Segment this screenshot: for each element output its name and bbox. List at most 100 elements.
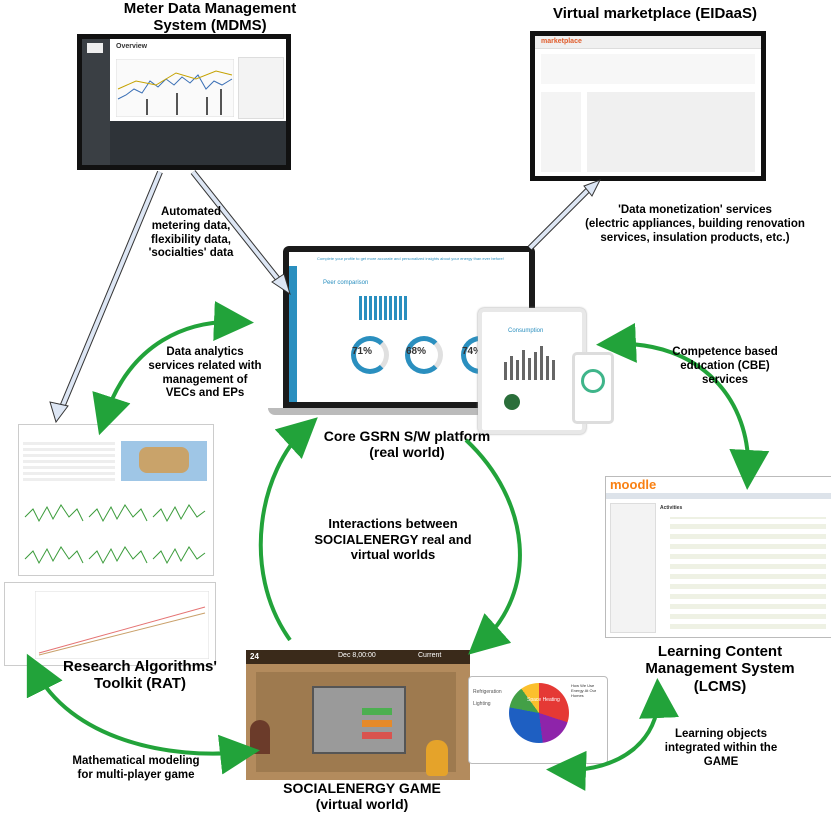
core-tablet: Consumption bbox=[478, 308, 586, 434]
moodle-nav-bar bbox=[606, 493, 831, 499]
mdms-to-core-arrow bbox=[190, 170, 291, 296]
marketplace-product-row bbox=[541, 54, 755, 84]
marketplace-screen: marketplace bbox=[535, 36, 761, 176]
mdms-overview-label: Overview bbox=[116, 43, 148, 50]
game-current: Current bbox=[418, 652, 442, 659]
lcms-game-label-2: integrated within the bbox=[664, 741, 778, 754]
lcms-title: Learning Content Management System (LCMS… bbox=[620, 643, 820, 695]
core-gauge-1 bbox=[351, 336, 389, 374]
game-dialog-btn-2 bbox=[362, 720, 392, 727]
core-banner: Complete your profile to get more accura… bbox=[317, 256, 504, 261]
game-dialog-btn-1 bbox=[362, 708, 392, 715]
mdms-title: Meter Data Management System (MDMS) bbox=[85, 0, 335, 35]
core-title-line2: (real world) bbox=[369, 444, 445, 461]
core-market-label-1: 'Data monetization' services bbox=[618, 204, 772, 216]
core-gauge-2-label: 68% bbox=[406, 346, 427, 357]
mdms-sidebar bbox=[82, 39, 110, 165]
core-laptop-base bbox=[268, 408, 550, 415]
core-peer-dots bbox=[359, 296, 409, 320]
core-gauge-3-label: 74% bbox=[462, 346, 483, 357]
game-date: Dec 8,00:00 bbox=[338, 652, 376, 659]
core-left-nav bbox=[289, 266, 297, 402]
mdms-title-line1: Meter Data Management bbox=[123, 0, 297, 17]
mdms-core-label: Automated metering data, flexibility dat… bbox=[132, 206, 250, 261]
lcms-screen: moodle Activities bbox=[605, 476, 831, 638]
game-dialog-btn-3 bbox=[362, 732, 392, 739]
marketplace-item-grid bbox=[587, 92, 755, 172]
core-gauge-1-label: 71% bbox=[352, 346, 373, 357]
mdms-core-label-4: 'socialties' data bbox=[148, 247, 234, 260]
moodle-admin-block bbox=[610, 503, 656, 633]
rat-core-label-4: VECs and EPs bbox=[165, 387, 245, 400]
game-character bbox=[426, 740, 448, 776]
rat-game-label-2: for multi-player game bbox=[77, 768, 195, 781]
core-market-label-2: (electric appliances, building renovatio… bbox=[585, 217, 805, 230]
tablet-pie bbox=[504, 394, 520, 410]
lcms-game-green-arrow bbox=[546, 678, 680, 791]
game-title-line1: SOCIALENERGY GAME bbox=[283, 780, 441, 796]
mdms-screen-frame: Overview bbox=[77, 34, 291, 170]
core-market-label: 'Data monetization' services (electric a… bbox=[560, 204, 830, 245]
game-title: SOCIALENERGY GAME (virtual world) bbox=[262, 780, 462, 812]
pie-label-2: Lighting bbox=[473, 701, 491, 707]
core-gauge-2 bbox=[405, 336, 443, 374]
rat-core-label-3: management of bbox=[162, 373, 248, 386]
marketplace-screen-frame: marketplace bbox=[530, 31, 766, 181]
mdms-side-panel bbox=[238, 57, 284, 119]
mdms-logo bbox=[87, 43, 103, 53]
mdms-screen: Overview bbox=[82, 39, 286, 165]
marketplace-sidebar bbox=[541, 92, 581, 172]
rat-game-label: Mathematical modeling for multi-player g… bbox=[56, 755, 216, 783]
core-game-right-green-arrow bbox=[464, 438, 522, 655]
rat-core-label: Data analytics services related with man… bbox=[140, 346, 270, 401]
core-peer-label: Peer comparison bbox=[323, 280, 369, 286]
core-game-label-2: SOCIALENERGY real and bbox=[314, 531, 472, 547]
moodle-activities-label: Activities bbox=[660, 505, 683, 511]
rat-game-label-1: Mathematical modeling bbox=[72, 755, 200, 767]
lcms-game-label: Learning objects integrated within the G… bbox=[652, 728, 790, 769]
core-market-label-3: services, insulation products, etc.) bbox=[600, 231, 790, 244]
mdms-title-line2: System (MDMS) bbox=[153, 17, 267, 35]
core-game-label: Interactions between SOCIALENERGY real a… bbox=[300, 516, 486, 563]
rat-trend-chart bbox=[35, 591, 209, 659]
rat-game-green-arrow bbox=[26, 653, 260, 775]
lcms-title-line1: Learning Content bbox=[657, 643, 783, 660]
mdms-core-label-2: metering data, bbox=[151, 219, 231, 232]
rat-charts bbox=[24, 504, 206, 565]
pie-label-3: Space Heating bbox=[527, 697, 560, 703]
core-lcms-label: Competence based education (CBE) service… bbox=[660, 346, 790, 387]
core-lcms-label-2: education (CBE) bbox=[680, 359, 770, 372]
core-title-line1: Core GSRN S/W platform bbox=[323, 428, 491, 444]
rat-table bbox=[23, 441, 115, 481]
mdms-chart bbox=[116, 59, 234, 117]
game-topbar bbox=[246, 650, 470, 664]
lcms-title-line2: Management System bbox=[645, 660, 795, 678]
mdms-core-label-1: Automated bbox=[160, 206, 222, 218]
marketplace-logo: marketplace bbox=[541, 38, 582, 45]
rat-screen-bottom bbox=[4, 582, 216, 666]
mdms-table bbox=[110, 121, 286, 165]
core-lcms-label-3: services bbox=[701, 373, 749, 386]
core-game-label-3: virtual worlds bbox=[350, 547, 436, 563]
rat-map-land bbox=[139, 447, 189, 473]
pie-label-1: Refrigeration bbox=[473, 689, 502, 695]
rat-core-green-arrow bbox=[92, 301, 254, 436]
rat-core-label-2: services related with bbox=[148, 359, 262, 372]
core-game-left-green-arrow bbox=[258, 417, 318, 642]
core-title: Core GSRN S/W platform (real world) bbox=[262, 428, 552, 460]
core-to-market-arrow bbox=[527, 179, 602, 251]
rat-screen-top bbox=[18, 424, 214, 576]
lcms-game-label-1: Learning objects bbox=[674, 728, 768, 740]
mdms-core-label-3: flexibility data, bbox=[151, 233, 231, 246]
tablet-consumption-label: Consumption bbox=[508, 328, 544, 334]
core-lcms-green-arrow bbox=[596, 322, 770, 490]
game-dialog bbox=[312, 686, 406, 754]
game-title-line2: (virtual world) bbox=[315, 796, 409, 813]
marketplace-header bbox=[535, 36, 761, 49]
moodle-activity-table bbox=[670, 517, 826, 629]
core-lcms-label-1: Competence based bbox=[672, 346, 778, 358]
marketplace-title: Virtual marketplace (EIDaaS) bbox=[553, 5, 757, 22]
rat-core-label-1: Data analytics bbox=[166, 346, 244, 358]
lcms-game-label-3: GAME bbox=[703, 755, 739, 768]
